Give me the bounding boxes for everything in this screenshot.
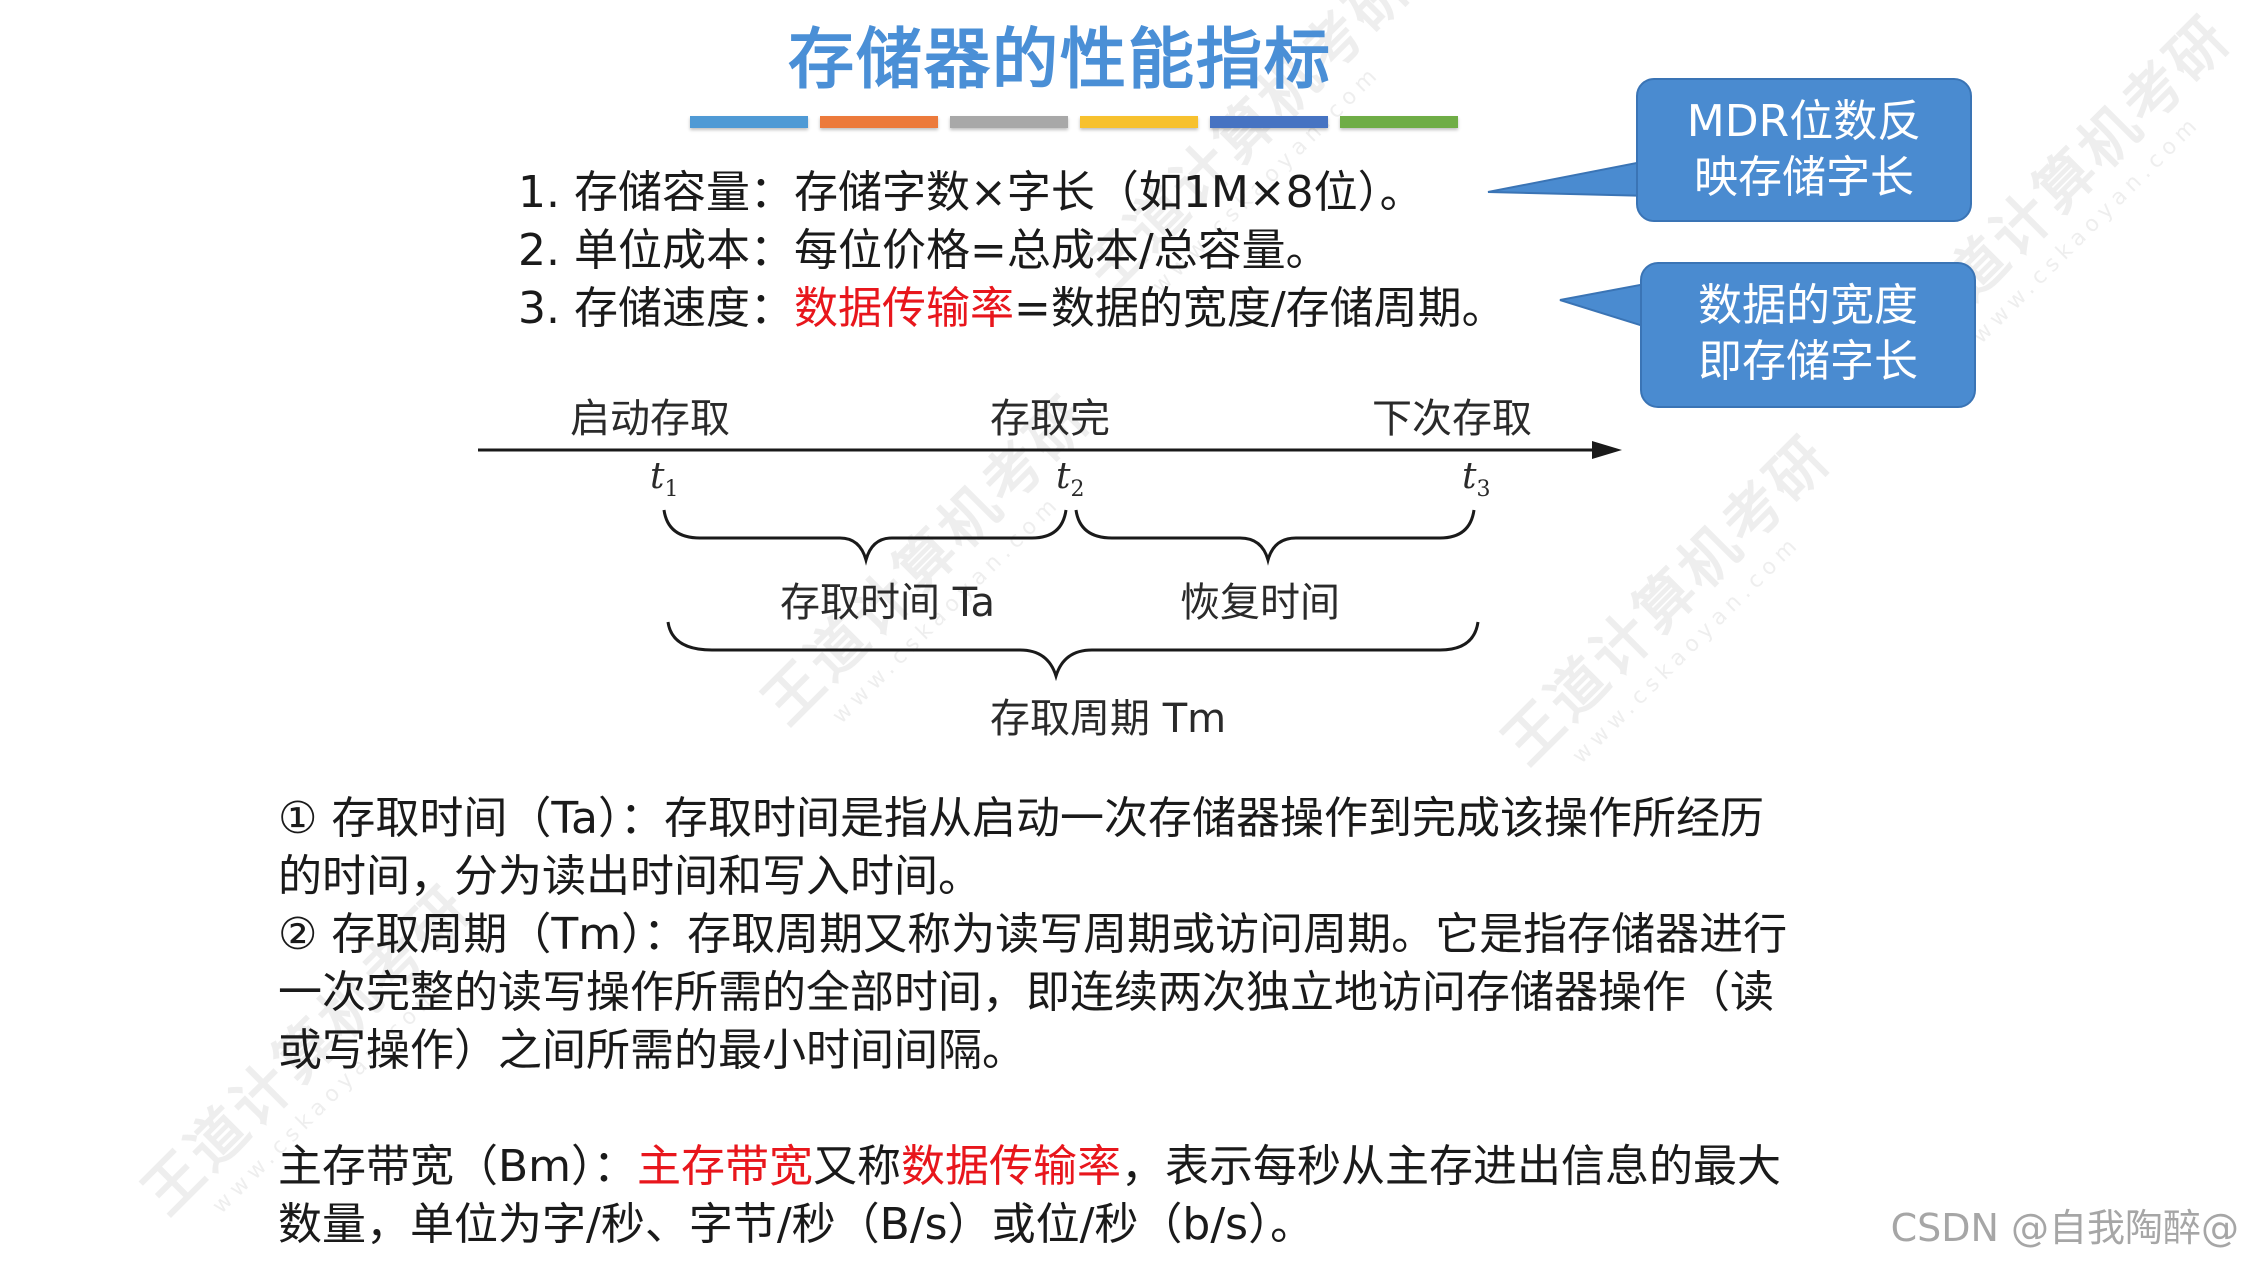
metrics-list: 1. 存储容量：存储字数×字长（如1M×8位）。 2. 单位成本：每位价格=总成…: [518, 164, 1506, 338]
brace-recovery-time: [1074, 509, 1476, 566]
watermark: 王道计算机考研 www.cskaoyan.com: [1489, 422, 1845, 778]
color-bar: [690, 116, 808, 128]
label-t1: t1: [650, 456, 679, 503]
label-recovery-time: 恢复时间: [1180, 580, 1340, 626]
bandwidth-line: 数量，单位为字/秒、字节/秒（B/s）或位/秒（b/s）。: [278, 1199, 1315, 1250]
color-bar: [1080, 116, 1198, 128]
def-access-cycle-line: 一次完整的读写操作所需的全部时间，即连续两次独立地访问存储器操作（读: [278, 967, 1774, 1018]
label-start-access: 启动存取: [570, 396, 730, 442]
callout-mdr-pointer: [1487, 158, 1653, 198]
label-access-cycle: 存取周期 Tm: [990, 696, 1227, 742]
color-bar: [1340, 116, 1458, 128]
metric-speed: 3. 存储速度：数据传输率=数据的宽度/存储周期。: [518, 283, 1506, 334]
bandwidth-line: 主存带宽（Bm）：主存带宽又称数据传输率，表示每秒从主存进出信息的最大: [278, 1141, 1782, 1192]
highlight-transfer-rate: 数据传输率: [901, 1141, 1122, 1192]
title-color-bars: [690, 116, 1458, 128]
def-access-cycle-line: 或写操作）之间所需的最小时间间隔。: [278, 1025, 1026, 1076]
csdn-watermark: CSDN @自我陶醉@: [1890, 1206, 2239, 1250]
brace-cycle: [666, 621, 1480, 682]
timeline-arrowhead: [1592, 441, 1622, 459]
page-title: 存储器的性能指标: [788, 21, 1332, 98]
label-t3: t3: [1462, 456, 1491, 503]
def-access-time-line: ① 存取时间（Ta）：存取时间是指从启动一次存储器操作到完成该操作所经历: [278, 793, 1764, 844]
callout-data-width: 数据的宽度 即存储字长: [1640, 262, 1976, 408]
bandwidth-definition: 主存带宽（Bm）：主存带宽又称数据传输率，表示每秒从主存进出信息的最大 数量，单…: [278, 1138, 1781, 1254]
metric-capacity: 1. 存储容量：存储字数×字长（如1M×8位）。: [518, 167, 1424, 218]
metric-unit-cost: 2. 单位成本：每位价格=总成本/总容量。: [518, 225, 1330, 276]
color-bar: [820, 116, 938, 128]
def-access-time-line: 的时间，分为读出时间和写入时间。: [278, 851, 982, 902]
highlight-transfer-rate: 数据传输率: [793, 283, 1014, 334]
label-access-done: 存取完: [990, 396, 1110, 442]
color-bar: [1210, 116, 1328, 128]
label-next-access: 下次存取: [1372, 396, 1532, 442]
label-t2: t2: [1056, 456, 1085, 503]
label-access-time: 存取时间 Ta: [780, 580, 996, 626]
def-access-cycle-line: ② 存取周期（Tm）：存取周期又称为读写周期或访问周期。它是指存储器进行: [278, 909, 1788, 960]
callout-mdr: MDR位数反 映存储字长: [1636, 78, 1972, 222]
definitions: ① 存取时间（Ta）：存取时间是指从启动一次存储器操作到完成该操作所经历 的时间…: [278, 790, 1787, 1080]
brace-access-time: [662, 509, 1068, 566]
highlight-bandwidth: 主存带宽: [637, 1141, 814, 1192]
color-bar: [950, 116, 1068, 128]
